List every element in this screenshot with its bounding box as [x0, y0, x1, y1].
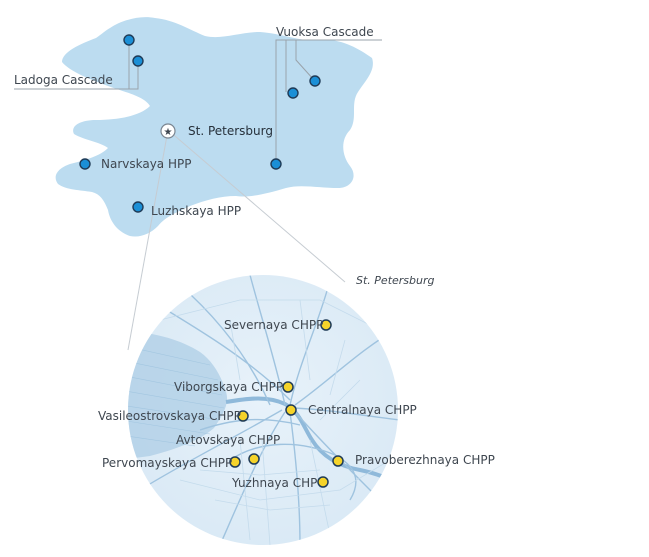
label-st-petersburg: St. Petersburg [188, 124, 273, 138]
marker-pervomayskaya[interactable] [229, 456, 241, 468]
hpp-markers [79, 34, 321, 213]
marker-pravoberezhnaya[interactable] [332, 455, 344, 467]
label-luzhskaya-hpp: Luzhskaya HPP [151, 204, 241, 218]
leader-lines [14, 39, 382, 351]
marker-severnaya[interactable] [320, 319, 332, 331]
marker-avtovskaya[interactable] [248, 453, 260, 465]
label-vuoksa-cascade: Vuoksa Cascade [276, 25, 374, 39]
marker-viborgskaya[interactable] [282, 381, 294, 393]
marker-vuoksa-1[interactable] [309, 75, 321, 87]
marker-centralnaya[interactable] [285, 404, 297, 416]
marker-ladoga-2[interactable] [132, 55, 144, 67]
inset-title: St. Petersburg [356, 274, 435, 287]
label-vasileostrovskaya-chpp: Vasileostrovskaya CHPP [98, 409, 241, 423]
label-avtovskaya-chpp: Avtovskaya CHPP [176, 433, 280, 447]
marker-vuoksa-3[interactable] [270, 158, 282, 170]
label-centralnaya-chpp: Centralnaya CHPP [308, 403, 417, 417]
marker-yuzhnaya[interactable] [317, 476, 329, 488]
neva-river [225, 396, 398, 490]
label-ladoga-cascade: Ladoga Cascade [14, 73, 113, 87]
city-inset [128, 275, 398, 545]
star-icon: ★ [164, 127, 173, 138]
marker-narvskaya[interactable] [79, 158, 91, 170]
label-pervomayskaya-chpp: Pervomayskaya CHPP [102, 456, 232, 470]
marker-ladoga-1[interactable] [123, 34, 135, 46]
label-pravoberezhnaya-chpp: Pravoberezhnaya CHPP [355, 453, 495, 467]
marker-vasileostrovskaya[interactable] [237, 410, 249, 422]
marker-vuoksa-2[interactable] [287, 87, 299, 99]
label-viborgskaya-chpp: Viborgskaya CHPP [174, 380, 283, 394]
region-silhouette [55, 17, 373, 237]
label-severnaya-chpp: Severnaya CHPP [224, 318, 323, 332]
city-marker[interactable]: ★ [160, 123, 176, 139]
chpp-markers [229, 319, 344, 488]
label-narvskaya-hpp: Narvskaya HPP [101, 157, 191, 171]
label-yuzhnaya-chp: Yuzhnaya CHP [231, 476, 317, 490]
marker-luzhskaya[interactable] [132, 201, 144, 213]
gulf-area [128, 330, 227, 460]
